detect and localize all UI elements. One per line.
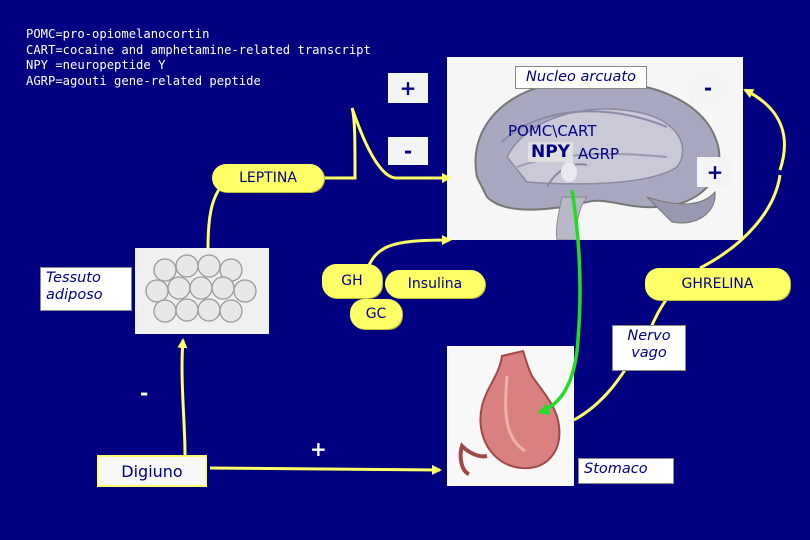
brain-illustration: [474, 79, 721, 240]
legend-line-pomc: POMC=pro-opiomelanocortin: [26, 27, 210, 41]
pomc-cart-label: POMC\CART: [508, 122, 597, 140]
leptin-to-brain-arrow: [320, 107, 452, 183]
gh-label: GH: [322, 264, 382, 298]
inhibition-sign-top-right: -: [690, 73, 726, 103]
arcuate-nucleus-label: Nucleo arcuato: [515, 66, 647, 89]
agrp-label: AGRP: [578, 145, 620, 163]
ghrelin-label: GHRELINA: [645, 268, 790, 300]
vagus-nerve-label: Nervo vago: [612, 325, 686, 371]
stimulation-sign-top: +: [388, 73, 428, 103]
ghrelin-pathway-arrow: [699, 174, 782, 270]
stimulation-sign-right: +: [697, 157, 733, 187]
legend-line-cart: CART=cocaine and amphetamine-related tra…: [26, 42, 371, 57]
ghrelin-to-brain-arrow: [743, 88, 786, 171]
legend-line-agrp: AGRP=agouti gene-related peptide: [26, 73, 261, 88]
adipose-tissue-label: Tessuto adiposo: [40, 267, 132, 311]
stomach-illustration: [458, 349, 561, 476]
stomach-label: Stomaco: [578, 458, 674, 484]
insulin-label: Insulina: [385, 270, 485, 298]
adipose-tissue-image: [135, 248, 269, 334]
stimulation-sign-bottom: +: [310, 437, 327, 461]
vagus-nerve-label-line1: Nervo: [627, 328, 671, 344]
fasting-to-stomach-arrow: [209, 464, 442, 475]
gc-label: GC: [350, 299, 402, 329]
fat-cells-illustration: [145, 254, 257, 323]
fasting-to-adipose-arrow: [177, 338, 188, 456]
stomach-image: [447, 346, 574, 486]
inhibition-sign-mid: -: [388, 137, 428, 165]
inhibition-sign-left: -: [140, 381, 149, 405]
vagus-nerve-arrow: [537, 189, 582, 415]
adipose-tissue-label-line2: adiposo: [46, 287, 103, 303]
adipose-tissue-label-line1: Tessuto: [46, 270, 101, 286]
legend-line-npy: NPY =neuropeptide Y: [26, 58, 166, 72]
npy-label: NPY: [528, 142, 573, 162]
abbreviation-legend: POMC=pro-opiomelanocortin CART=cocaine a…: [26, 27, 371, 89]
leptin-label: LEPTINA: [212, 164, 324, 192]
vagus-nerve-label-line2: vago: [631, 345, 667, 361]
fasting-label: Digiuno: [97, 455, 207, 487]
brain-image: [447, 57, 743, 240]
